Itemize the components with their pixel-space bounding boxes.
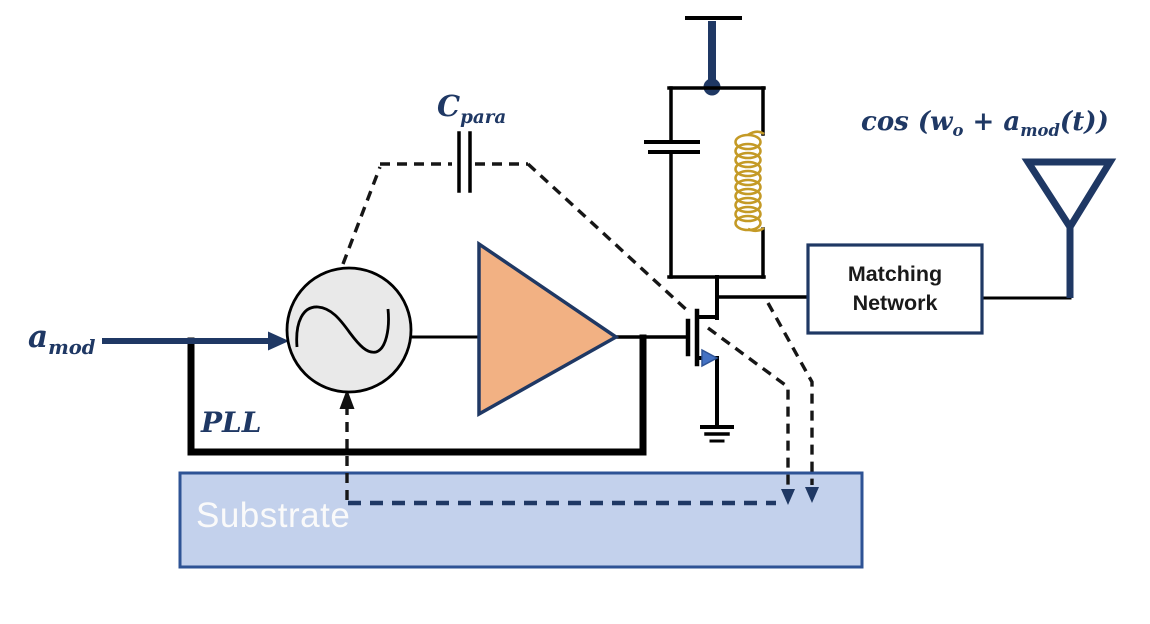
input-signal-sub: mod [48, 336, 96, 360]
dashed-segment [526, 162, 692, 315]
inductor-coil-icon [734, 130, 765, 233]
substrate-coupling-path [339, 302, 819, 506]
cpara-coupling-path [341, 131, 692, 315]
lc-tank [644, 86, 766, 320]
output-signal-label: cos (wo + amod(t)) [861, 109, 1109, 140]
drain-coupling-dashed-line-1 [706, 326, 790, 485]
nmos-transistor-icon [685, 308, 719, 429]
drain-coupling-dashed-line-2 [766, 302, 814, 485]
right-arrow-icon [268, 331, 289, 351]
down-arrow-icon [805, 487, 819, 503]
output-signal-sub: mod [1020, 121, 1060, 141]
parasitic-capacitor-icon [457, 131, 472, 193]
vdd-supply [685, 16, 742, 96]
pll-loop-wire [187, 334, 647, 456]
source-lead [697, 356, 719, 429]
sine-wave-icon [295, 305, 390, 354]
output-signal-sub: o [952, 121, 964, 141]
input-arrow [102, 331, 289, 351]
up-arrow-icon [339, 389, 355, 409]
amplifier-icon [477, 240, 620, 417]
ground-icon [700, 425, 734, 443]
input-signal-label: amod [28, 322, 95, 358]
antenna-icon [1021, 158, 1117, 298]
oscillator-icon [285, 266, 413, 394]
output-signal-part: cos (w [861, 107, 953, 137]
pll-label: PLL [201, 406, 262, 439]
matching-network-line1: Matching [847, 262, 943, 286]
amplifier-triangle-icon [477, 240, 620, 417]
substrate-label: Substrate [196, 496, 351, 535]
antenna-triangle [1021, 158, 1117, 234]
tank-capacitor-icon [644, 140, 700, 154]
substrate-block [178, 471, 864, 569]
down-arrow-icon [781, 489, 795, 505]
parasitic-cap-base: C [437, 89, 461, 123]
parasitic-cap-label: Cpara [437, 92, 506, 127]
dashed-segment [341, 166, 382, 265]
matching-network-box [806, 243, 984, 335]
matching-network-line2: Network [852, 291, 938, 315]
output-signal-part: + a [963, 107, 1021, 137]
parasitic-cap-sub: para [460, 106, 507, 128]
body-arrow-icon [701, 348, 719, 368]
signal-wires [409, 295, 1072, 339]
input-signal-base: a [28, 319, 49, 355]
substrate-rect [178, 471, 864, 569]
output-signal-part: (t)) [1059, 107, 1109, 137]
matching-network-rect [806, 243, 984, 335]
matching-network-label: Matching Network [808, 245, 982, 333]
pll-feedback-loop [187, 334, 647, 456]
